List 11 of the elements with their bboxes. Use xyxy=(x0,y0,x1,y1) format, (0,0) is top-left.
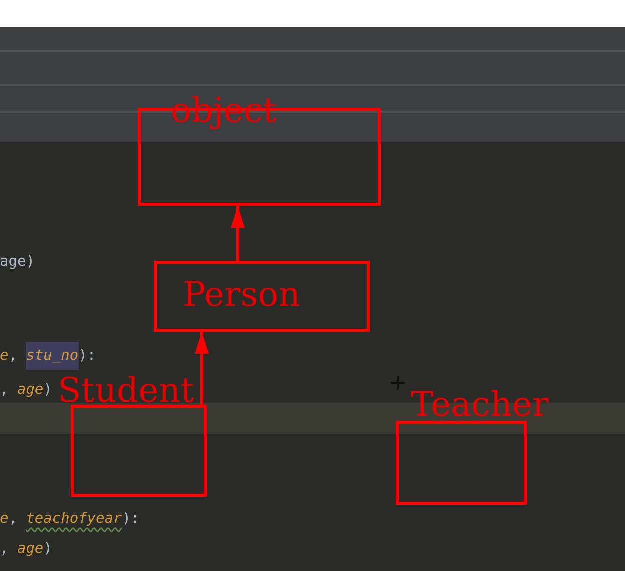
class-name: Person xyxy=(183,278,301,312)
code-text: , age) xyxy=(0,540,52,559)
class-name: Teacher xyxy=(411,388,549,422)
code-text: e, teachofyear): xyxy=(0,510,140,529)
arrow xyxy=(195,332,209,405)
class-box xyxy=(154,261,370,332)
class-name: Student xyxy=(58,374,194,408)
arrow xyxy=(231,206,245,261)
code-text: e, stu_no): xyxy=(0,340,96,372)
code-text: age) xyxy=(0,253,35,272)
code-text: , age) xyxy=(0,381,52,400)
